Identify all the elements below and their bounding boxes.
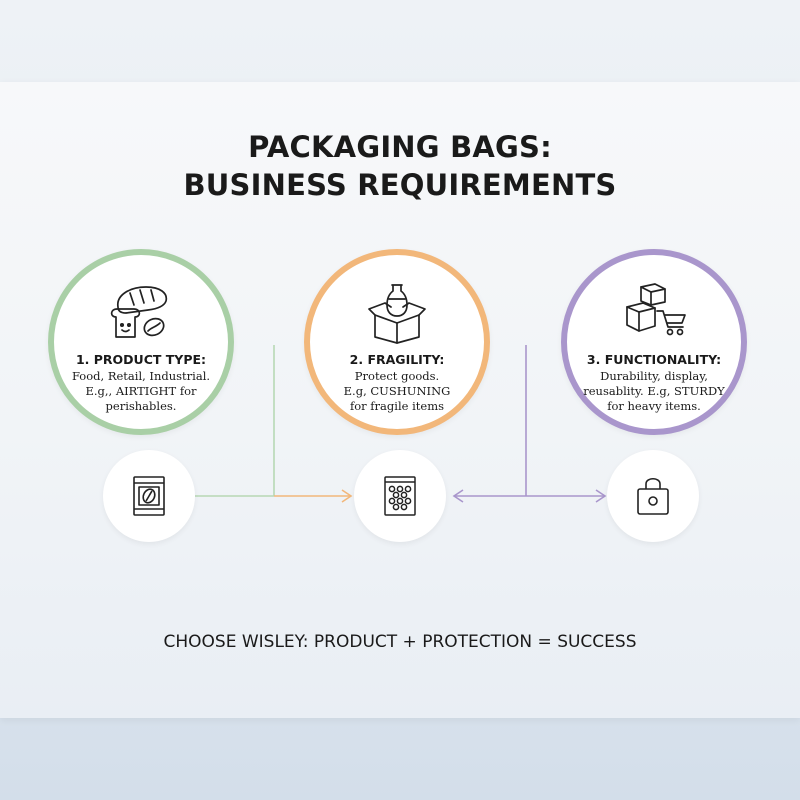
title-line-2: BUSINESS REQUIREMENTS xyxy=(183,168,617,202)
page-title: PACKAGING BAGS: BUSINESS REQUIREMENTS xyxy=(0,128,800,204)
coffee-bag-icon xyxy=(133,476,165,516)
card-product-type: 1. PRODUCT TYPE: Food, Retail, Industria… xyxy=(48,249,234,435)
bubble-bag-icon xyxy=(384,476,416,516)
card-heading: 2. FRAGILITY: xyxy=(349,352,445,367)
tote-bag-badge xyxy=(607,450,699,542)
arrow-head-purple-right xyxy=(595,489,607,503)
card-line: Protect goods. xyxy=(354,369,440,383)
card-description: Durability, display, reusablity. E.g, ST… xyxy=(577,369,731,414)
coffee-bag-badge xyxy=(103,450,195,542)
card-heading: 3. FUNCTIONALITY: xyxy=(586,352,722,367)
card-description: Protect goods. E.g, CUSHUNING for fragil… xyxy=(320,369,474,414)
card-functionality: 3. FUNCTIONALITY: Durability, display, r… xyxy=(561,249,747,435)
arrow-head-orange xyxy=(341,489,353,503)
footer-tagline: CHOOSE WISLEY: PRODUCT + PROTECTION = SU… xyxy=(163,632,637,652)
title-line-1: PACKAGING BAGS: xyxy=(248,130,552,164)
card-heading: 1. PRODUCT TYPE: xyxy=(75,352,207,367)
card-line: Durability, display, xyxy=(600,369,708,383)
card-fragility: 2. FRAGILITY: Protect goods. E.g, CUSHUN… xyxy=(304,249,490,435)
vase-box-icon xyxy=(368,284,426,344)
card-line: E.g,, AIRTIGHT for xyxy=(85,384,197,398)
bubble-bag-badge xyxy=(354,450,446,542)
card-line: perishables. xyxy=(105,399,177,413)
card-line: for heavy items. xyxy=(607,399,701,413)
card-line: Food, Retail, Industrial. xyxy=(71,369,211,383)
card-line: E.g, CUSHUNING xyxy=(343,384,451,398)
arrow-head-purple-left xyxy=(452,489,464,503)
boxes-cart-icon xyxy=(626,283,686,336)
card-description: Food, Retail, Industrial. E.g,, AIRTIGHT… xyxy=(64,369,218,414)
card-line: for fragile items xyxy=(349,399,445,413)
card-line: reusablity. E.g, STURDY xyxy=(583,384,725,398)
bread-icon xyxy=(110,286,168,338)
tote-bag-icon xyxy=(637,477,669,515)
